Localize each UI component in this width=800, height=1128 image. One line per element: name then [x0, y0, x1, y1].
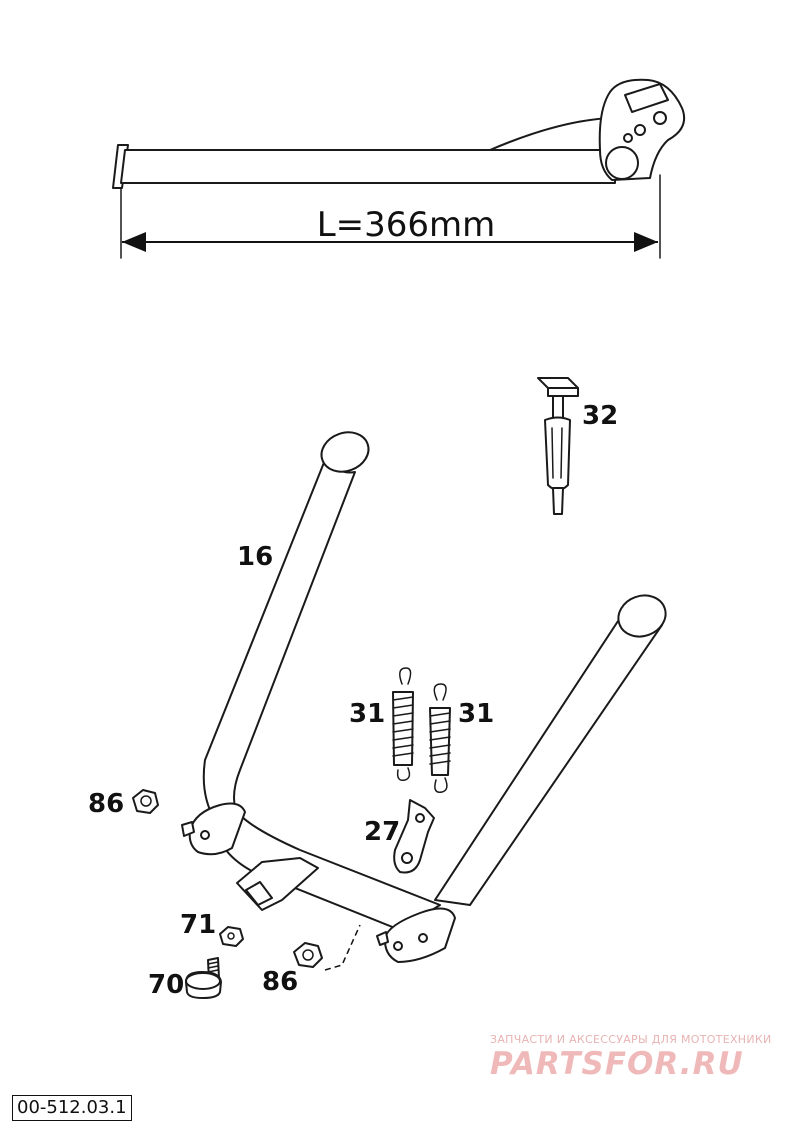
- nut-small-part: [219, 926, 244, 947]
- spring-right: [429, 683, 451, 793]
- spring-left: [392, 667, 414, 782]
- pin-part: [537, 377, 579, 515]
- callout-71: 71: [180, 910, 216, 940]
- callout-31-right: 31: [458, 699, 494, 729]
- callout-70: 70: [148, 970, 184, 1000]
- stand-side-view: [112, 78, 686, 259]
- callout-86-left: 86: [88, 789, 124, 819]
- callout-27: 27: [364, 817, 400, 847]
- watermark-brand: PARTSFOR.RU: [490, 1046, 744, 1082]
- rubber-foot-part: [185, 957, 222, 999]
- reference-code: 00-512.03.1: [12, 1095, 132, 1121]
- callout-86-bottom: 86: [262, 967, 298, 997]
- dimension-line: L=366mm: [122, 205, 658, 252]
- main-stand-part: [181, 431, 667, 971]
- watermark-tagline: ЗАПЧАСТИ И АКСЕССУАРЫ ДЛЯ МОТОТЕХНИКИ: [490, 1033, 772, 1046]
- callout-32: 32: [582, 401, 618, 431]
- callout-16: 16: [237, 542, 273, 572]
- callout-31-left: 31: [349, 699, 385, 729]
- bracket-part: [393, 799, 435, 874]
- nut-left-part: [132, 789, 159, 814]
- dimension-label: L=366mm: [317, 205, 496, 245]
- nut-bottom-part: [293, 942, 323, 968]
